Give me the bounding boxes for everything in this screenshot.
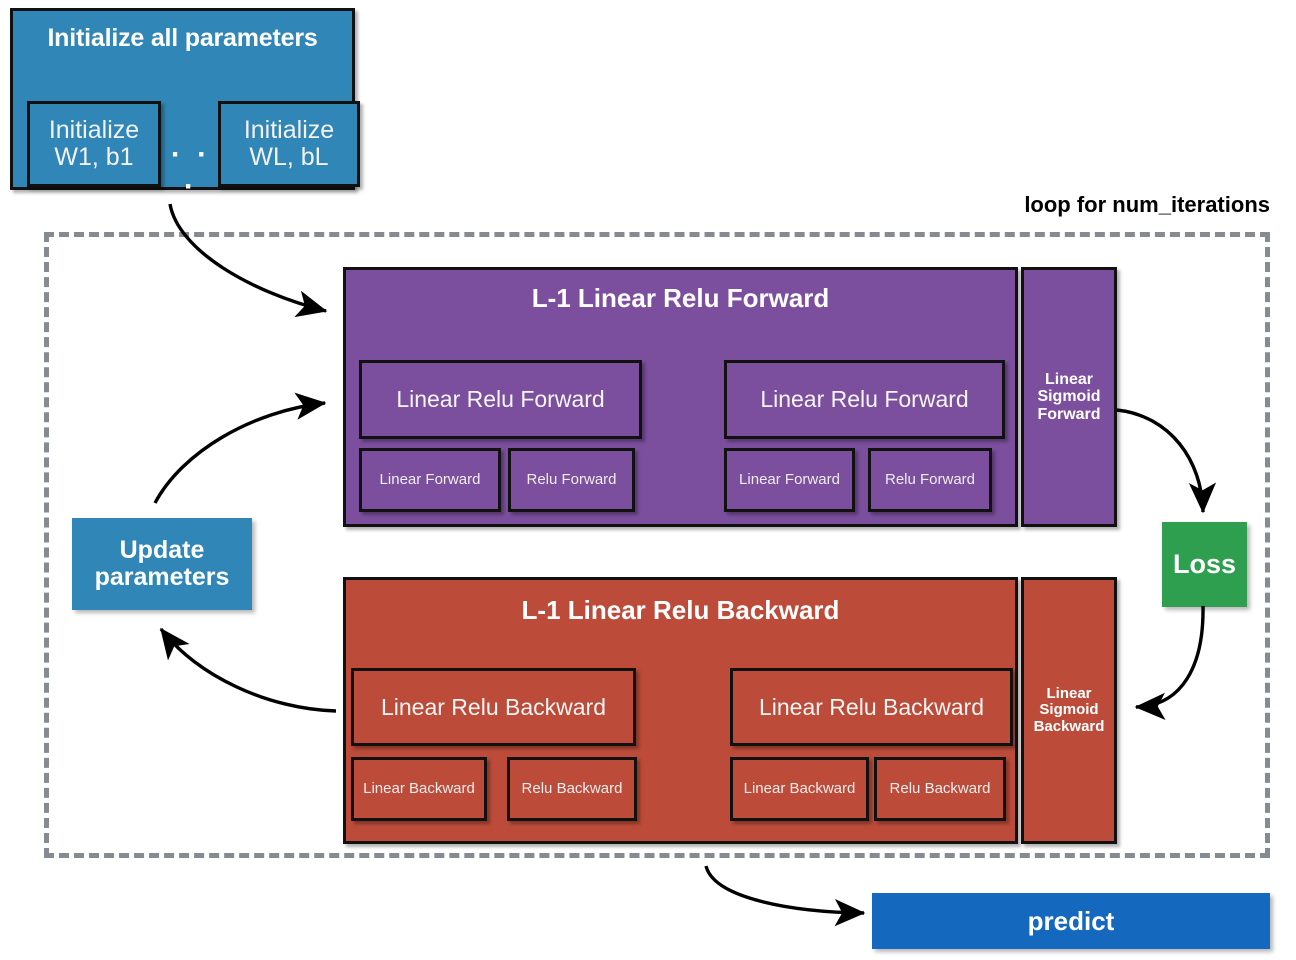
- linear-relu-forward-block-2: Linear Relu Forward: [724, 360, 1005, 439]
- linear-sigmoid-forward-box: Linear Sigmoid Forward: [1021, 267, 1117, 527]
- backward-group-title: L-1 Linear Relu Backward: [521, 595, 840, 625]
- forward-group-title: L-1 Linear Relu Forward: [531, 283, 830, 313]
- linear-relu-backward-block-1: Linear Relu Backward: [351, 668, 636, 746]
- initialize-wl-line2: WL, bL: [249, 143, 329, 171]
- linear-sigmoid-backward-box: Linear Sigmoid Backward: [1021, 577, 1117, 844]
- initialize-w1-b1-box: Initialize W1, b1: [27, 101, 161, 187]
- sigmoid-backward-line2: Sigmoid: [1039, 701, 1099, 719]
- initialize-wl-bl-box: Initialize WL, bL: [218, 101, 360, 187]
- linear-forward-box-2: Linear Forward: [724, 448, 855, 512]
- initialize-group-title: Initialize all parameters: [47, 24, 318, 52]
- sigmoid-backward-line3: Backward: [1033, 717, 1105, 735]
- sigmoid-forward-line2: Sigmoid: [1037, 388, 1101, 406]
- sigmoid-forward-line1: Linear: [1044, 371, 1093, 389]
- arrow-loop-to-predict: [704, 865, 866, 927]
- initialize-ellipsis: · · ·: [170, 138, 212, 204]
- loop-container: [44, 232, 1270, 858]
- loop-label: loop for num_iterations: [1024, 192, 1270, 217]
- linear-relu-forward-block-1: Linear Relu Forward: [359, 360, 642, 439]
- initialize-w1-line2: W1, b1: [54, 143, 134, 171]
- relu-backward-box-2: Relu Backward: [874, 757, 1006, 821]
- linear-forward-box-1: Linear Forward: [359, 448, 501, 512]
- relu-forward-box-1: Relu Forward: [508, 448, 635, 512]
- relu-backward-box-1: Relu Backward: [507, 757, 637, 821]
- sigmoid-backward-line1: Linear: [1046, 685, 1092, 703]
- linear-backward-box-1: Linear Backward: [351, 757, 487, 821]
- initialize-wl-line1: Initialize: [243, 116, 335, 144]
- linear-relu-backward-block-2: Linear Relu Backward: [730, 668, 1013, 746]
- initialize-all-parameters-group: Initialize all parameters Initialize W1,…: [10, 8, 360, 203]
- update-parameters-line2: parameters: [94, 563, 230, 591]
- predict-box: predict: [872, 893, 1270, 949]
- update-parameters-line1: Update: [119, 536, 205, 564]
- update-parameters-box: Update parameters: [72, 518, 252, 610]
- initialize-w1-line1: Initialize: [48, 116, 140, 144]
- loss-box: Loss: [1162, 522, 1247, 607]
- sigmoid-forward-line3: Forward: [1037, 405, 1101, 423]
- relu-forward-box-2: Relu Forward: [868, 448, 992, 512]
- linear-backward-box-2: Linear Backward: [730, 757, 869, 821]
